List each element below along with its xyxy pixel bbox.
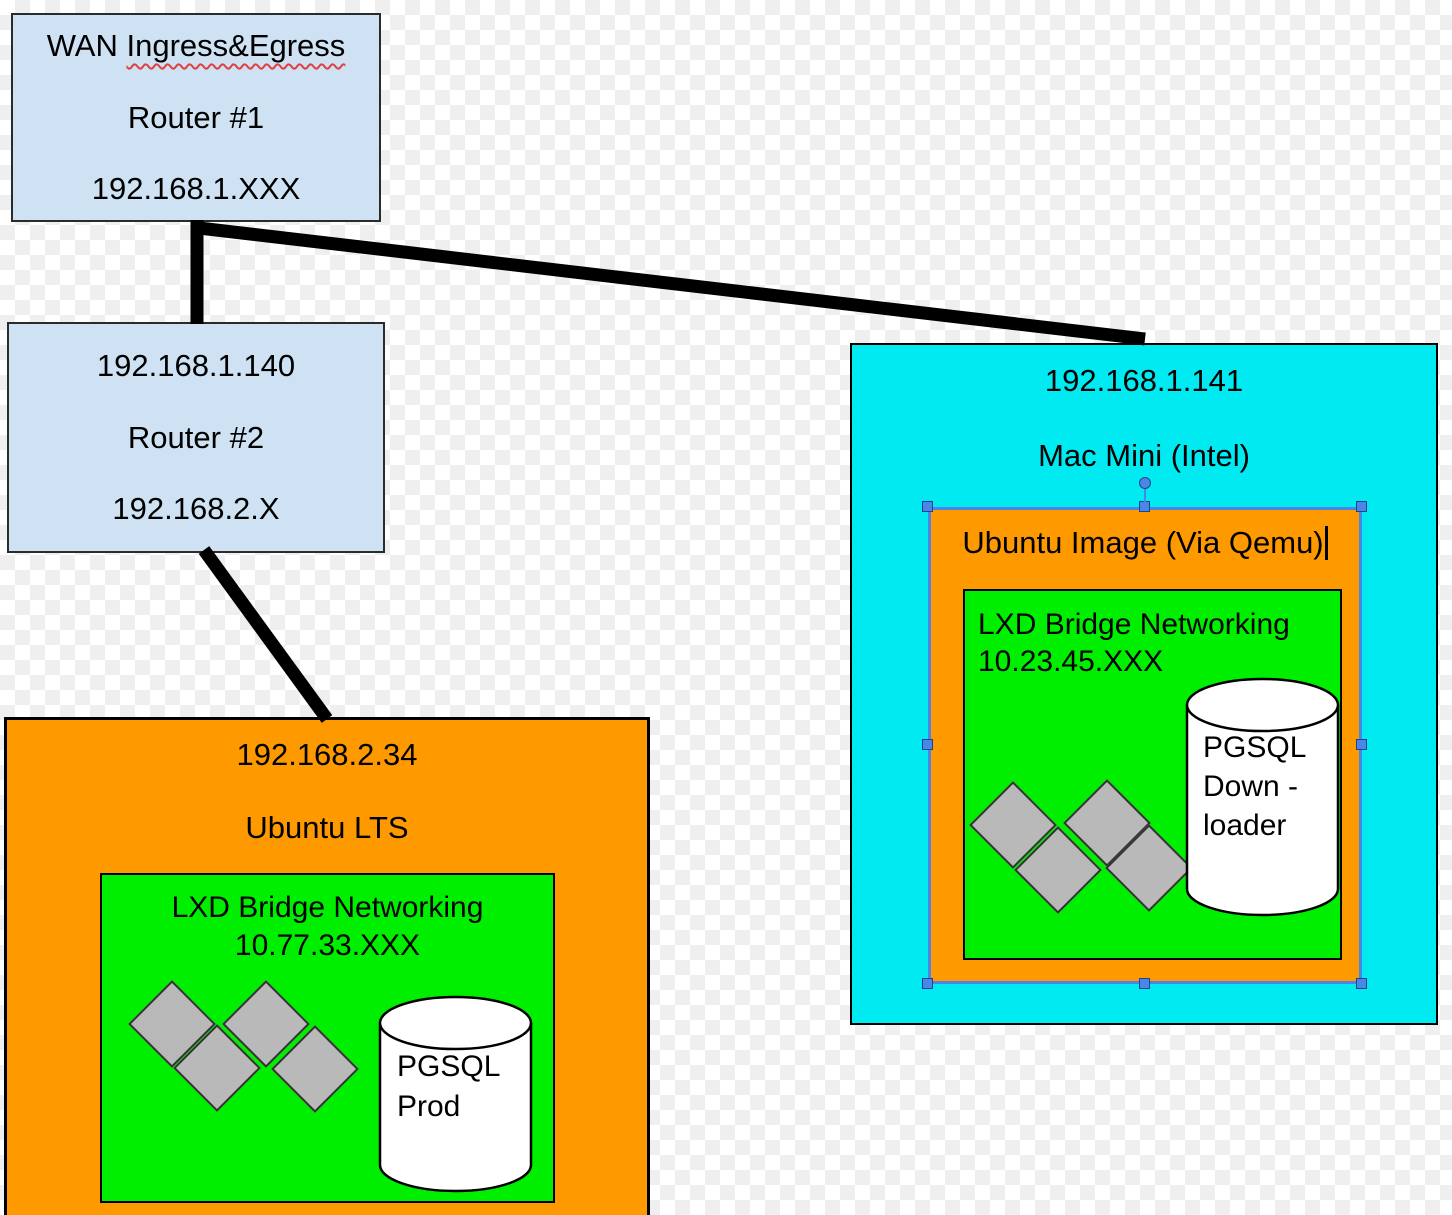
ubuntu-host-ip: 192.168.2.34	[236, 737, 418, 772]
database-cylinder-icon	[378, 995, 533, 1193]
router1-title: WAN Ingress&Egress	[47, 28, 346, 64]
ubuntu-vm-title: Ubuntu Image (Via Qemu)	[931, 524, 1359, 562]
selection-handle-bottom-center[interactable]	[1139, 978, 1150, 989]
pgsql-downloader-label: PGSQL Down - loader	[1203, 731, 1307, 842]
router1-box[interactable]: WAN Ingress&Egress Router #1 192.168.1.X…	[11, 13, 381, 222]
router1-title-prefix: WAN	[46, 28, 127, 63]
selection-handle-top-right[interactable]	[1356, 501, 1367, 512]
rotation-handle-stem	[1144, 489, 1146, 503]
router2-name: Router #2	[127, 419, 265, 455]
connector-router2-to-ubuntu[interactable]	[198, 546, 333, 723]
router1-title-misspelled-word: Ingress&Egress	[126, 28, 346, 63]
database-cylinder-icon	[1185, 677, 1340, 917]
router2-box[interactable]: 192.168.1.140 Router #2 192.168.2.X	[7, 322, 385, 553]
selection-handle-top-left[interactable]	[922, 501, 933, 512]
ubuntu-vm-box-selected[interactable]: Ubuntu Image (Via Qemu) LXD Bridge Netwo…	[928, 507, 1362, 984]
router2-lan: 192.168.2.X	[112, 491, 280, 526]
selection-handle-bottom-right[interactable]	[1356, 978, 1367, 989]
pgsql-downloader-database-cylinder[interactable]: PGSQL Down - loader	[1185, 677, 1340, 917]
lxd-bridge-right-subnet: 10.23.45.XXX	[978, 645, 1164, 678]
rotation-handle[interactable]	[1139, 477, 1151, 489]
selection-handle-middle-right[interactable]	[1356, 739, 1367, 750]
lxd-bridge-right-text: LXD Bridge Networking 10.23.45.XXX	[978, 606, 1290, 680]
ubuntu-host-name: Ubuntu LTS	[245, 810, 409, 845]
selection-handle-middle-left[interactable]	[922, 739, 933, 750]
pgsql-prod-label: PGSQL Prod	[397, 1050, 501, 1123]
router1-ip: 192.168.1.XXX	[91, 171, 301, 206]
router2-ip: 192.168.1.140	[96, 348, 296, 383]
mac-mini-ip: 192.168.1.141	[1044, 363, 1244, 398]
text-caret	[1324, 526, 1328, 560]
lxd-bridge-right-title: LXD Bridge Networking	[978, 608, 1290, 641]
mac-mini-name: Mac Mini (Intel)	[1038, 438, 1250, 473]
lxd-bridge-box-right[interactable]: LXD Bridge Networking 10.23.45.XXX PGSQL…	[963, 589, 1342, 960]
lxd-bridge-box-left[interactable]: LXD Bridge Networking 10.77.33.XXX PGSQL…	[100, 873, 555, 1203]
lxd-bridge-left-text: LXD Bridge Networking 10.77.33.XXX	[102, 889, 553, 965]
mac-mini-host-box[interactable]: 192.168.1.141 Mac Mini (Intel) Ubuntu Im…	[850, 343, 1438, 1025]
lxd-bridge-left-title: LXD Bridge Networking	[171, 891, 484, 924]
lxd-bridge-left-subnet: 10.77.33.XXX	[234, 929, 421, 962]
selection-handle-bottom-left[interactable]	[922, 978, 933, 989]
ubuntu-lts-host-box[interactable]: 192.168.2.34 Ubuntu LTS LXD Bridge Netwo…	[4, 717, 650, 1215]
pgsql-prod-database-cylinder[interactable]: PGSQL Prod	[378, 995, 533, 1193]
router1-name: Router #1	[127, 99, 265, 135]
